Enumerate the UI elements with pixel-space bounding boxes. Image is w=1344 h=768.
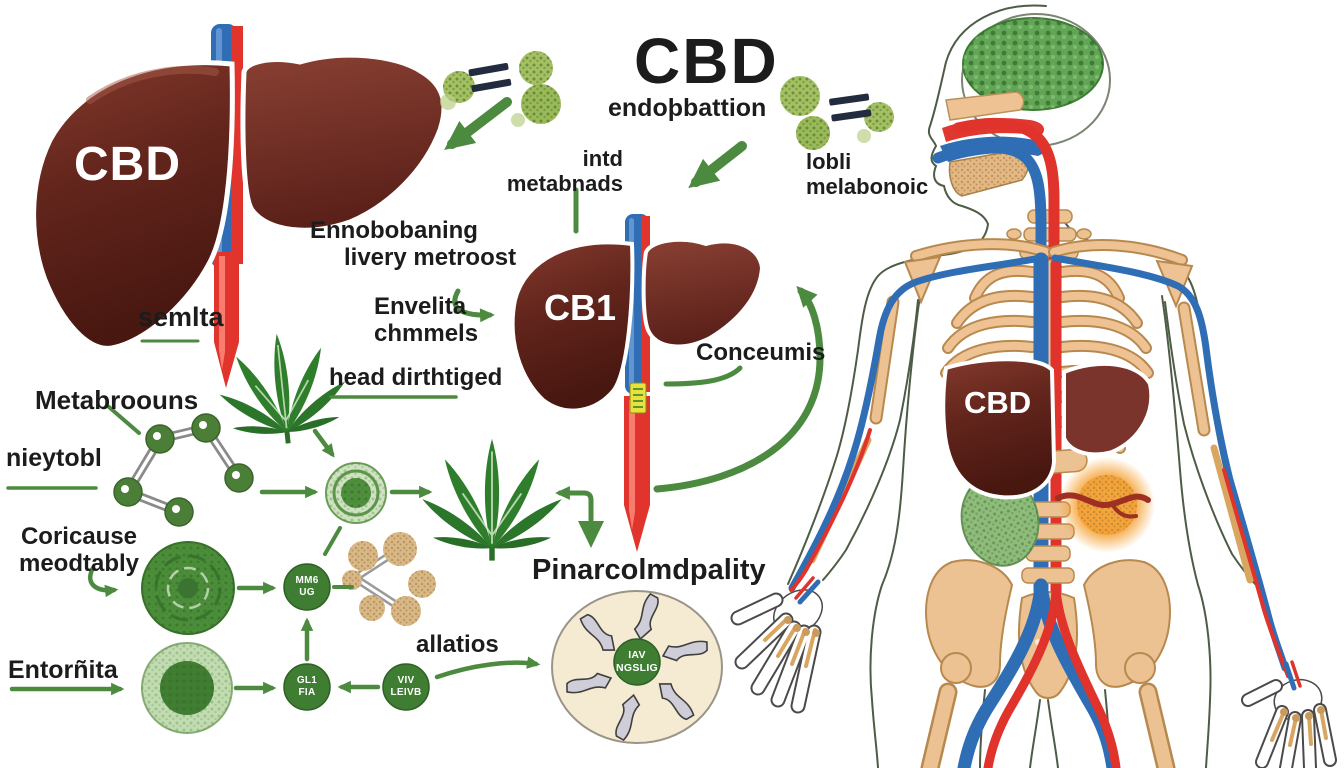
equals-sign-left	[468, 63, 512, 92]
entornita-label: Entorñita	[8, 656, 118, 684]
equals-sign-right	[829, 93, 872, 122]
cell-ring-circle	[141, 642, 233, 734]
body-liver	[941, 357, 1154, 500]
livery-metroost-label: livery metroost	[344, 244, 517, 271]
liver-large	[31, 52, 447, 351]
molecule-cluster-left	[440, 51, 561, 127]
neck-vessels	[932, 117, 1060, 266]
brain	[962, 17, 1104, 111]
cell-spiral-circle	[141, 541, 235, 635]
title-cbd: CBD	[634, 25, 779, 97]
arm-vessels	[788, 254, 1290, 678]
intestine-orange	[1055, 457, 1155, 553]
flow-arrows	[6, 97, 824, 696]
head-dirthtiged-label: head dirthtiged	[329, 364, 503, 391]
cannabis-leaf-large	[418, 437, 566, 562]
mouth-jaw	[940, 91, 1046, 197]
small-cell	[325, 462, 387, 524]
leg-vessels	[957, 578, 1121, 768]
left-hand	[730, 576, 823, 714]
receptor-circle-diagram	[551, 590, 723, 744]
allatios-label: allatios	[416, 631, 499, 658]
molecule-cluster-right	[780, 76, 894, 150]
body-liver-label: CBD	[964, 385, 1032, 420]
semlta-label: semlta	[138, 302, 224, 332]
metabroouns-label: Metabroouns	[35, 385, 199, 415]
conceumis-label: Conceumis	[696, 339, 826, 366]
liver-large-label: CBD	[74, 138, 181, 191]
vessel-tag	[629, 382, 647, 414]
human-body-illustration	[730, 4, 1337, 768]
subtitle-endobbattion: endoþbattion	[608, 94, 767, 122]
nieytobl-label: nieytobl	[6, 444, 102, 472]
ennobobaning-label: Ennobobaning	[310, 217, 478, 244]
liver-cb1	[510, 237, 765, 413]
right-hand	[1241, 660, 1337, 768]
flow-nodes	[283, 563, 430, 711]
cb1-label: CB1	[544, 287, 617, 328]
brown-molecule-cluster	[342, 532, 436, 626]
pinarcolmdpality-label: Pinarcolmdpality	[532, 554, 766, 586]
molecule-chain	[113, 413, 254, 527]
